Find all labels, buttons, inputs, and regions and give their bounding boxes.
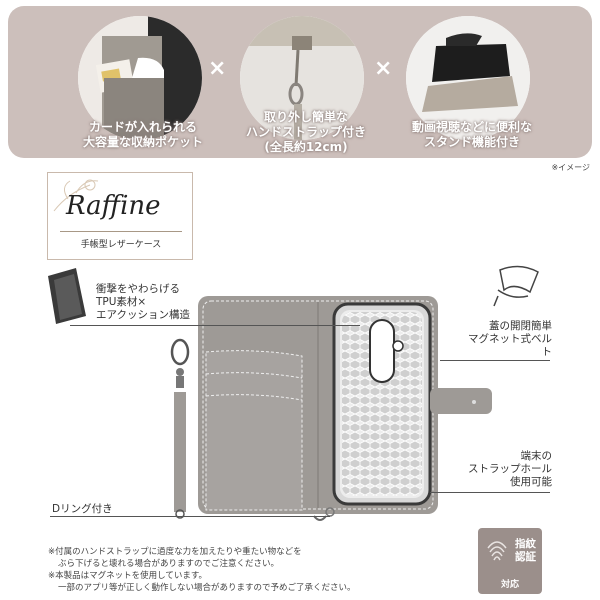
fingerprint-icon [487, 541, 507, 561]
badge-label-top: 指紋 認証 [515, 538, 536, 563]
caption-hand-strap: 取り外し簡単な ハンドストラップ付き (全長約12cm) [245, 110, 366, 154]
feature-d-ring: Dリング付き [52, 503, 113, 515]
caution-notes: ※付属のハンドストラップに過度な力を加えたりや重たい物などを ぶら下げると壊れる… [48, 547, 356, 593]
hand-strap-icon [170, 338, 190, 519]
fingerprint-badge: 指紋 認証 対応 [478, 528, 542, 594]
stand-photo [406, 16, 530, 140]
floral-ornament-icon [53, 179, 99, 212]
logo-script: Raffine [66, 191, 161, 221]
brand-logo: Raffine 手帳型レザーケース [47, 172, 193, 260]
honeycomb-pattern [342, 312, 422, 496]
feature-magnet: 蓋の開閉簡単 マグネット式ベルト [468, 320, 552, 358]
logo-divider [60, 231, 182, 232]
connector-tpu [70, 325, 360, 326]
connector-strap-hole [430, 492, 550, 493]
connector-d-ring [50, 516, 330, 517]
image-note: ※イメージ [551, 163, 590, 172]
caption-stand: 動画視聴などに便利な スタンド機能付き [411, 120, 532, 149]
times-sign: × [374, 56, 393, 81]
times-sign: × [208, 56, 227, 81]
feature-tpu: 衝撃をやわらげる TPU素材× エアクッション構造 [96, 283, 190, 321]
magnet-belt-icon [493, 265, 539, 307]
caption-card-pocket: カードが入れられる 大容量な収納ポケット [82, 120, 203, 149]
connector-magnet [440, 360, 550, 361]
tpu-shell-icon [48, 268, 86, 324]
feature-strap-hole: 端末の ストラップホール 使用可能 [468, 450, 552, 488]
hand-strap-photo [240, 16, 364, 140]
logo-subtitle: 手帳型レザーケース [80, 240, 162, 250]
feature-banner: × × カードが入れられる 大容量な収納ポケット 取り外し簡単な ハンドストラッ… [8, 6, 592, 158]
badge-label-bottom: 対応 [500, 580, 519, 590]
